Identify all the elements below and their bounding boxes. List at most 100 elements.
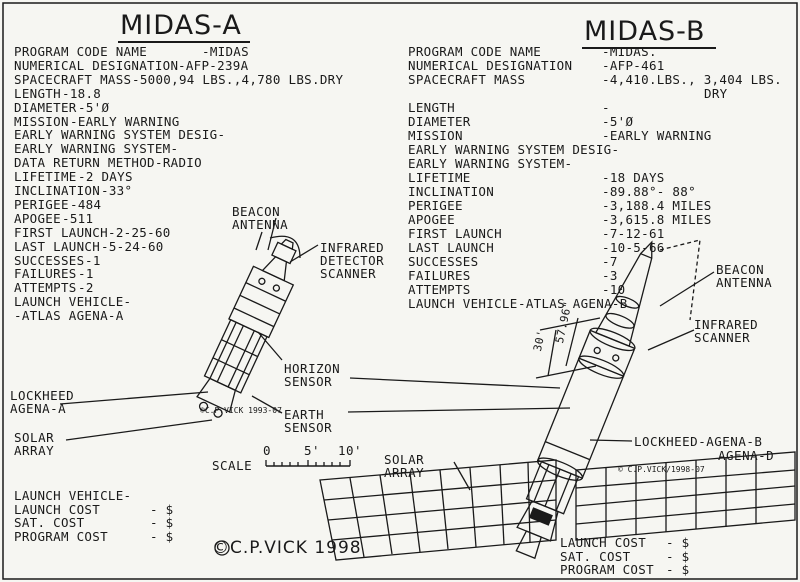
spec-value: -10 xyxy=(602,282,626,297)
spec-value: -1 xyxy=(85,252,101,268)
beacon-antenna-a-arc xyxy=(269,235,301,259)
callout-agena-d: AGENA-D xyxy=(718,448,775,463)
spec-value: -2-25-60 xyxy=(108,224,171,240)
spec-label: FIRST LAUNCH xyxy=(408,226,502,241)
solar-array-b-right xyxy=(575,451,796,541)
spec-label: FAILURES xyxy=(408,268,471,283)
midas-b-title: MIDAS-B xyxy=(584,16,706,47)
spec-label: -ATLAS AGENA-A xyxy=(14,308,124,324)
spec-label: LIFETIME xyxy=(14,169,77,185)
spec-value: -RADIO xyxy=(155,155,202,171)
spec-value: -511 xyxy=(62,210,94,226)
spec-value: -AFP-239A xyxy=(178,57,249,73)
spec-value: -5'Ø xyxy=(602,114,634,129)
midas-b-title-underline xyxy=(582,47,716,49)
spec-value: -4,410.LBS., 3,404 LBS. xyxy=(602,72,782,87)
scale-tick-10: 10' xyxy=(338,443,363,458)
callout-infrared-detector-scanner: INFRARED DETECTOR SCANNER xyxy=(320,240,385,282)
midas-b-spacecraft xyxy=(515,240,653,560)
solar-array-b-left xyxy=(319,459,557,561)
spec-label: MISSION xyxy=(408,128,463,143)
spec-value: -7 xyxy=(602,254,618,269)
spec-value: -EARLY WARNING xyxy=(70,113,180,129)
spec-label: LAUNCH VEHICLE- xyxy=(14,488,132,503)
spec-value: -2 DAYS xyxy=(78,169,133,185)
spec-label: DIAMETER xyxy=(408,114,471,129)
spec-value: - $ xyxy=(666,535,690,550)
signature-main: ©C.P.VICK 1998 xyxy=(212,538,362,558)
spec-label: MISSION xyxy=(14,113,69,129)
callout-earth-sensor: EARTH SENSOR xyxy=(284,407,333,436)
spec-value: -89.88°- 88° xyxy=(602,184,696,199)
spec-value: -5'Ø xyxy=(78,99,110,115)
spec-label: INCLINATION xyxy=(408,184,495,199)
spec-label: LAST LAUNCH xyxy=(14,238,101,254)
spec-label: FAILURES xyxy=(14,266,77,282)
callout-horizon-sensor: HORIZON SENSOR xyxy=(284,361,341,390)
spec-label: ATTEMPTS xyxy=(408,282,471,297)
spec-value: - $ xyxy=(150,515,174,530)
callout-solar-array-b: SOLAR ARRAY xyxy=(384,452,425,481)
spec-value: - $ xyxy=(150,528,174,544)
callout-beacon-antenna-b: BEACON ANTENNA xyxy=(716,262,773,291)
spec-value: -3 xyxy=(602,268,618,283)
spec-value: -484 xyxy=(70,196,102,212)
spec-label: LENGTH xyxy=(14,85,61,101)
spec-label: LAUNCH VEHICLE xyxy=(408,296,518,311)
spec-label: LAUNCH VEHICLE- xyxy=(14,294,132,310)
spec-label: DATA RETURN METHOD xyxy=(14,155,155,171)
spec-label: SAT. COST xyxy=(14,515,85,530)
callout-beacon-antenna-a: BEACON ANTENNA xyxy=(232,204,289,233)
spec-label: FIRST LAUNCH xyxy=(14,224,108,240)
spec-value: -MIDAS. xyxy=(602,44,657,59)
spec-value: -EARLY WARNING xyxy=(602,128,712,143)
spec-value: -2 xyxy=(78,280,94,296)
spec-label: NUMERICAL DESIGNATION xyxy=(14,57,179,73)
callout-solar-array-a: SOLAR ARRAY xyxy=(14,430,55,459)
spec-value: -3,615.8 MILES xyxy=(602,212,712,227)
spec-label: ATTEMPTS xyxy=(14,280,77,296)
scale-tick-0: 0 xyxy=(263,443,272,458)
spec-value: -18.8 xyxy=(62,85,102,101)
spec-label: LENGTH xyxy=(408,100,455,115)
spec-label: PERIGEE xyxy=(14,196,69,212)
spec-label: EARLY WARNING SYSTEM DESIG- xyxy=(14,127,226,143)
spec-label: PROGRAM COST xyxy=(560,562,654,577)
spec-label: APOGEE xyxy=(14,210,61,226)
scale-bar xyxy=(265,460,351,467)
spec-label: LAUNCH COST xyxy=(14,501,101,517)
spec-label: PROGRAM COST xyxy=(14,528,108,544)
spec-value: - $ xyxy=(666,562,690,577)
spec-label: EARLY WARNING SYSTEM DESIG- xyxy=(408,142,620,157)
spec-label: EARLY WARNING SYSTEM- xyxy=(408,156,573,171)
spec-label: LIFETIME xyxy=(408,170,471,185)
callout-lockheed-agena-b: LOCKHEED-AGENA-B xyxy=(634,434,763,449)
spec-value: -1 xyxy=(78,266,94,282)
spec-label: DIAMETER xyxy=(14,99,77,115)
spec-value: - xyxy=(602,100,610,115)
callout-lockheed-agena-a: LOCKHEED AGENA-A xyxy=(10,388,75,417)
spec-value: - $ xyxy=(150,501,174,517)
spec-label: APOGEE xyxy=(408,212,455,227)
spec-label: EARLY WARNING SYSTEM- xyxy=(14,141,179,157)
spec-label: SUCCESSES xyxy=(14,252,85,268)
spec-label: SAT. COST xyxy=(560,548,631,564)
spec-value: -18 DAYS xyxy=(602,170,665,185)
spec-value: -MIDAS xyxy=(202,44,249,59)
spec-value: -5000,94 LBS.,4,780 LBS.DRY xyxy=(132,71,344,87)
scale-tick-5: 5' xyxy=(304,443,321,458)
spec-label: NUMERICAL DESIGNATION xyxy=(408,58,573,73)
midas-a-title-underline xyxy=(118,41,250,43)
spec-label: PROGRAM CODE NAME xyxy=(14,44,148,59)
spec-label: SPACECRAFT MASS xyxy=(14,71,132,87)
spec-value: DRY xyxy=(704,86,728,101)
spec-value: -3,188.4 MILES xyxy=(602,198,712,213)
midas-a-spacecraft xyxy=(196,238,297,418)
signature-small-b: © C.P.VICK/1998-07 xyxy=(618,465,705,474)
scale-label: SCALE xyxy=(212,458,253,473)
spec-label: PROGRAM CODE NAME xyxy=(408,44,542,59)
callout-infrared-scanner-b: INFRARED SCANNER xyxy=(694,317,759,346)
